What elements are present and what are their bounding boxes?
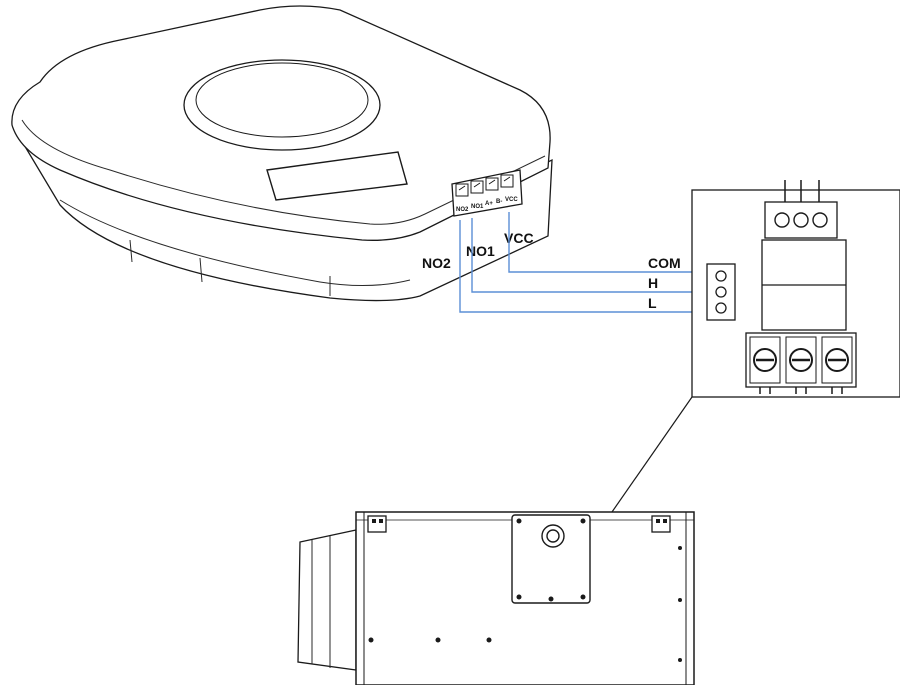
terminal-label-no2: NO2 bbox=[456, 207, 469, 213]
three-pin-connector bbox=[706, 263, 736, 321]
controller-device: NO2 NO1 A+ B- VCC bbox=[11, 5, 553, 302]
wire-h bbox=[471, 218, 692, 293]
mounting-bracket bbox=[651, 515, 671, 533]
screw-icon bbox=[789, 348, 813, 372]
terminal-label-no1: NO1 bbox=[471, 204, 484, 210]
terminal-label-vcc: VCC bbox=[505, 197, 518, 203]
screw-icon bbox=[825, 348, 849, 372]
screw-terminal-block bbox=[745, 332, 857, 394]
inline-duct-fan bbox=[297, 511, 695, 685]
screw-icon bbox=[753, 348, 777, 372]
top-connector bbox=[764, 180, 838, 239]
fan-electrical-box bbox=[511, 514, 591, 604]
wire-com bbox=[508, 212, 692, 273]
label-no1: NO1 bbox=[466, 243, 495, 259]
fan-inlet-collar bbox=[297, 529, 357, 671]
terminal-label-b-minus: B- bbox=[496, 199, 502, 205]
controller-terminal-block: NO2 NO1 A+ B- VCC bbox=[451, 169, 523, 217]
label-l: L bbox=[648, 295, 657, 311]
label-vcc: VCC bbox=[504, 230, 534, 246]
mounting-bracket bbox=[367, 515, 387, 533]
controller-display-window bbox=[266, 151, 408, 201]
label-h: H bbox=[648, 275, 658, 291]
label-com: COM bbox=[648, 255, 681, 271]
wires bbox=[459, 212, 692, 313]
fan-wiring-box bbox=[691, 180, 900, 398]
terminal-label-a-plus: A+ bbox=[485, 201, 493, 207]
label-no2: NO2 bbox=[422, 255, 451, 271]
wire-l bbox=[459, 220, 692, 313]
